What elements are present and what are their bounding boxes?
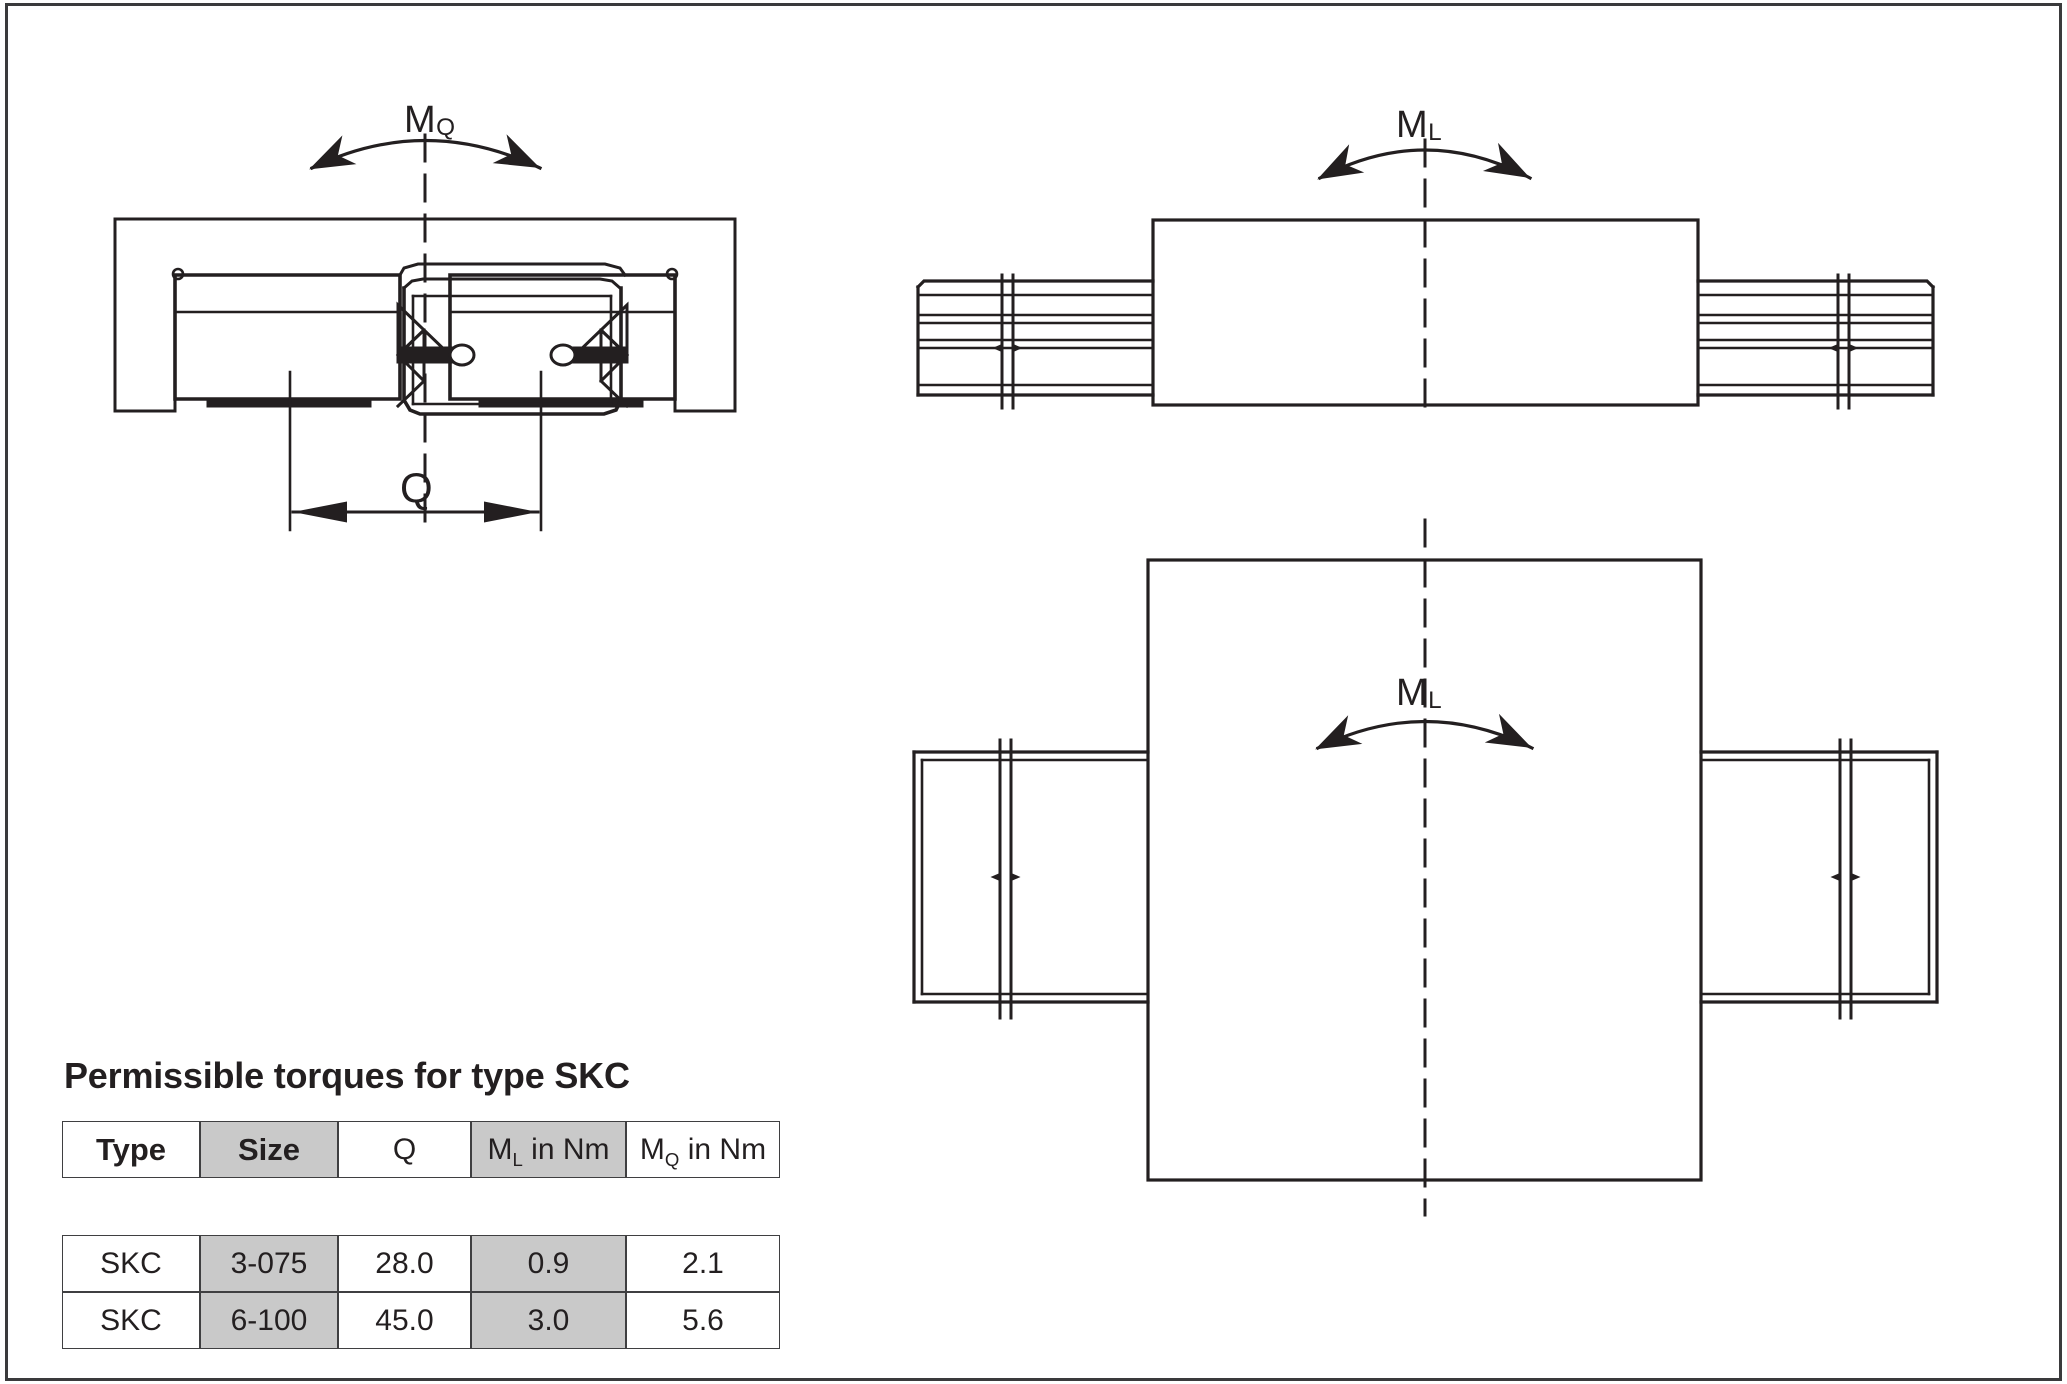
table-row: SKC 6-100 45.0 3.0 5.6	[62, 1292, 780, 1349]
label-mq-section: MQ	[404, 99, 456, 141]
table-title: Permissible torques for type SKC	[64, 1055, 630, 1096]
header-mq-tail: in Nm	[679, 1132, 767, 1166]
cell-ml: 0.9	[471, 1235, 626, 1292]
label-q-dimension: Q	[400, 464, 433, 511]
cell-type: SKC	[62, 1292, 200, 1349]
table-header-row: Type Size Q ML in Nm MQ in Nm	[62, 1121, 780, 1178]
header-mq-base: M	[639, 1132, 665, 1166]
cell-type: SKC	[62, 1235, 200, 1292]
header-mq-sub: Q	[664, 1148, 680, 1170]
header-ml-sub: L	[512, 1148, 523, 1170]
torque-table-block: Permissible torques for type SKC Type Si…	[62, 1055, 802, 1349]
header-ml-tail: in Nm	[522, 1132, 610, 1166]
figure-cross-section-mq	[113, 133, 737, 532]
header-type: Type	[62, 1121, 200, 1178]
cell-size: 6-100	[200, 1292, 338, 1349]
permissible-torques-table: Type Size Q ML in Nm MQ in Nm SKC 3-075 …	[62, 1121, 780, 1349]
label-ml-plan-view: ML	[1396, 672, 1443, 714]
cell-mq: 2.1	[626, 1235, 780, 1292]
cell-mq: 5.6	[626, 1292, 780, 1349]
table-gap-row	[62, 1178, 780, 1235]
cell-q: 28.0	[338, 1235, 471, 1292]
figure-plan-view-ml	[912, 518, 1939, 1217]
header-mq-in-nm: MQ in Nm	[626, 1121, 780, 1178]
label-ml-front-view: ML	[1396, 104, 1443, 146]
header-q: Q	[338, 1121, 471, 1178]
header-ml-base: M	[487, 1132, 513, 1166]
cell-q: 45.0	[338, 1292, 471, 1349]
header-size: Size	[200, 1121, 338, 1178]
header-ml-in-nm: ML in Nm	[471, 1121, 626, 1178]
cell-size: 3-075	[200, 1235, 338, 1292]
table-row: SKC 3-075 28.0 0.9 2.1	[62, 1235, 780, 1292]
figure-front-view-ml	[915, 138, 1936, 417]
cell-ml: 3.0	[471, 1292, 626, 1349]
